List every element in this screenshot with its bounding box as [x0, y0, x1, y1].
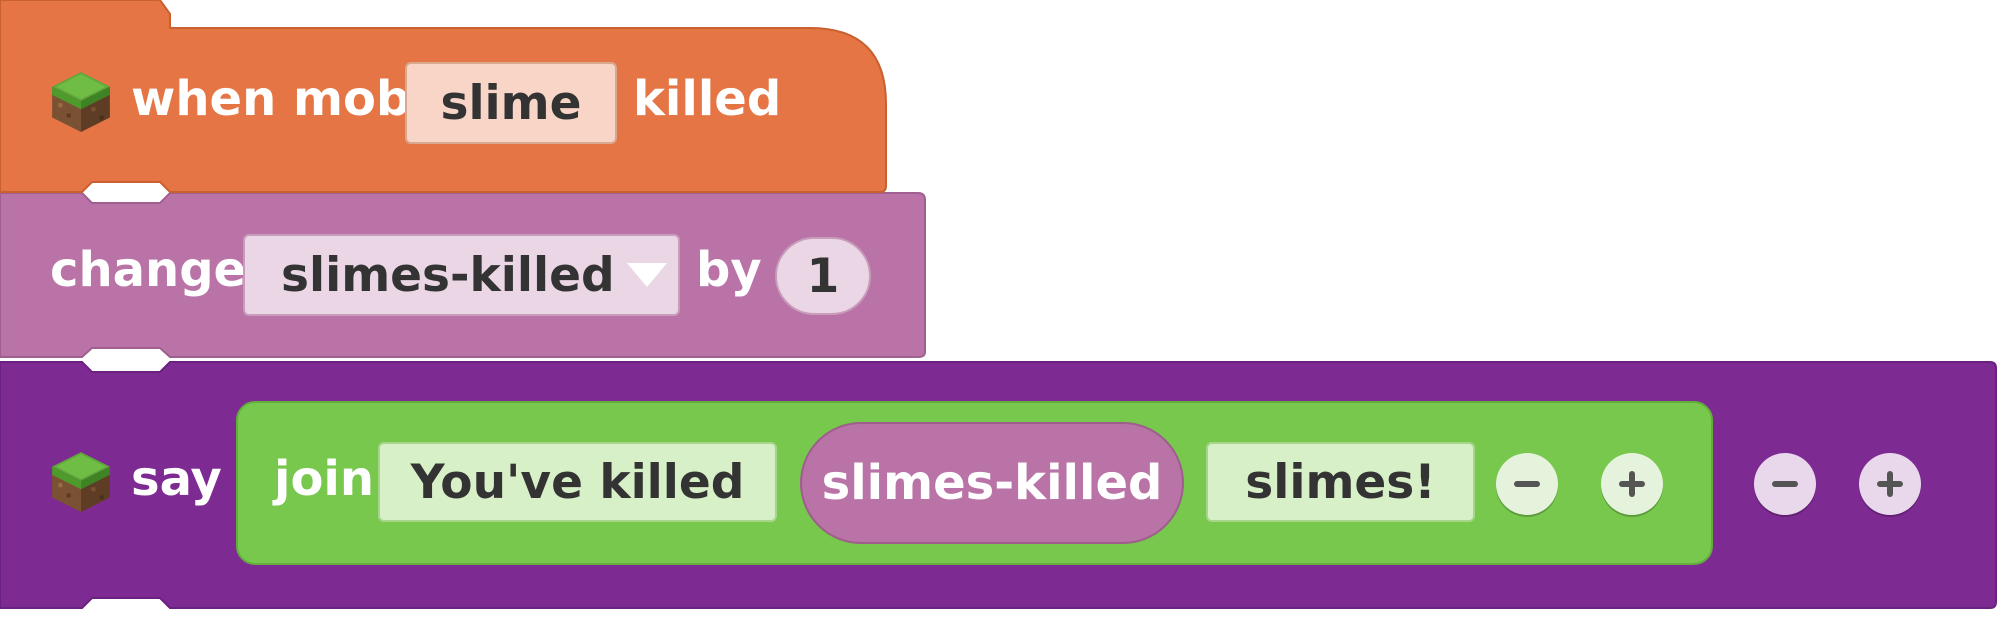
- minus-icon: [1772, 481, 1798, 487]
- grass-block-icon: [52, 452, 110, 512]
- grass-block-icon: [52, 72, 110, 132]
- join-remove-button[interactable]: [1496, 453, 1558, 515]
- variable-dropdown[interactable]: slimes-killed: [243, 234, 680, 316]
- join-text-input-1[interactable]: You've killed: [378, 442, 777, 522]
- by-label: by: [696, 242, 762, 298]
- mob-value: slime: [440, 75, 582, 131]
- slimes-killed-reporter[interactable]: slimes-killed: [800, 422, 1184, 544]
- join-add-button[interactable]: [1601, 453, 1663, 515]
- when-mob-label: when mob: [131, 71, 411, 127]
- say-add-button[interactable]: [1859, 453, 1921, 515]
- amount-value: 1: [806, 248, 840, 304]
- plus-icon: [1877, 471, 1903, 497]
- join-label: join: [274, 451, 375, 507]
- change-label: change: [50, 242, 247, 298]
- plus-icon: [1619, 471, 1645, 497]
- dropdown-arrow-icon: [626, 263, 667, 287]
- minus-icon: [1514, 481, 1540, 487]
- mob-dropdown[interactable]: slime: [405, 62, 617, 144]
- join-text-1: You've killed: [410, 454, 745, 510]
- join-text-input-2[interactable]: slimes!: [1206, 442, 1475, 522]
- amount-input[interactable]: 1: [775, 237, 871, 315]
- killed-label: killed: [633, 71, 782, 127]
- variable-dropdown-value: slimes-killed: [281, 247, 615, 303]
- slimes-killed-reporter-label: slimes-killed: [821, 455, 1163, 511]
- say-remove-button[interactable]: [1754, 453, 1816, 515]
- say-label: say: [131, 451, 222, 507]
- join-text-2: slimes!: [1245, 454, 1436, 510]
